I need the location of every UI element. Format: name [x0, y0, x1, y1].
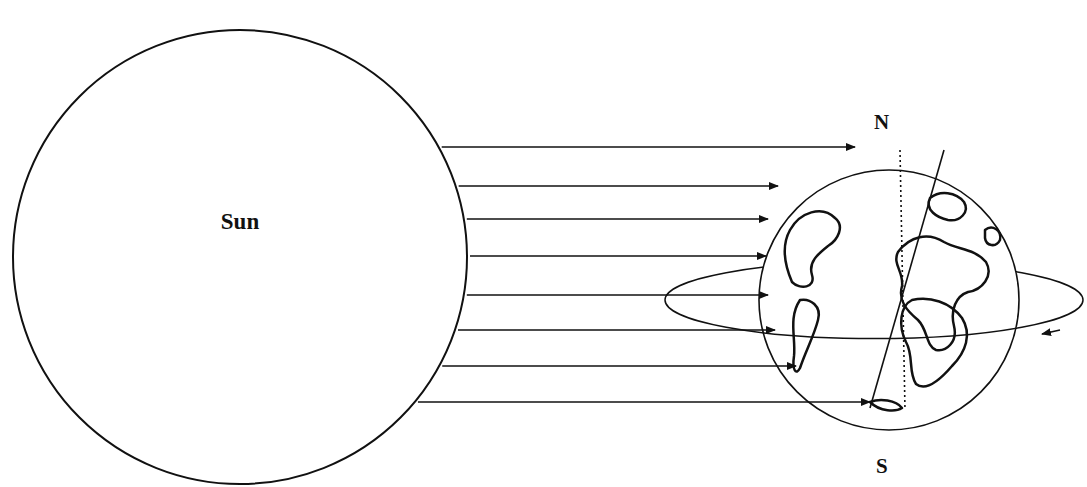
continent-outlines [785, 193, 1001, 410]
sun-ray-arrow [467, 218, 768, 220]
sun-ray-arrow [459, 185, 778, 187]
sun-ray-arrow [418, 401, 870, 403]
vertical-axis [900, 150, 905, 410]
sun-ray-arrow [458, 329, 775, 331]
sun-ray-arrow [470, 255, 766, 257]
earth-globe [759, 170, 1019, 430]
pole-label: N [872, 110, 891, 135]
sun-ray-arrow [442, 365, 796, 367]
node-label: Sun [221, 209, 259, 235]
tilted-axis [870, 150, 944, 408]
sun-ray-arrow [442, 146, 855, 148]
sun-ray-arrow [467, 294, 768, 296]
pole-label: S [874, 454, 890, 479]
sun-rays [418, 147, 870, 402]
sun-circle: Sun [12, 29, 468, 485]
